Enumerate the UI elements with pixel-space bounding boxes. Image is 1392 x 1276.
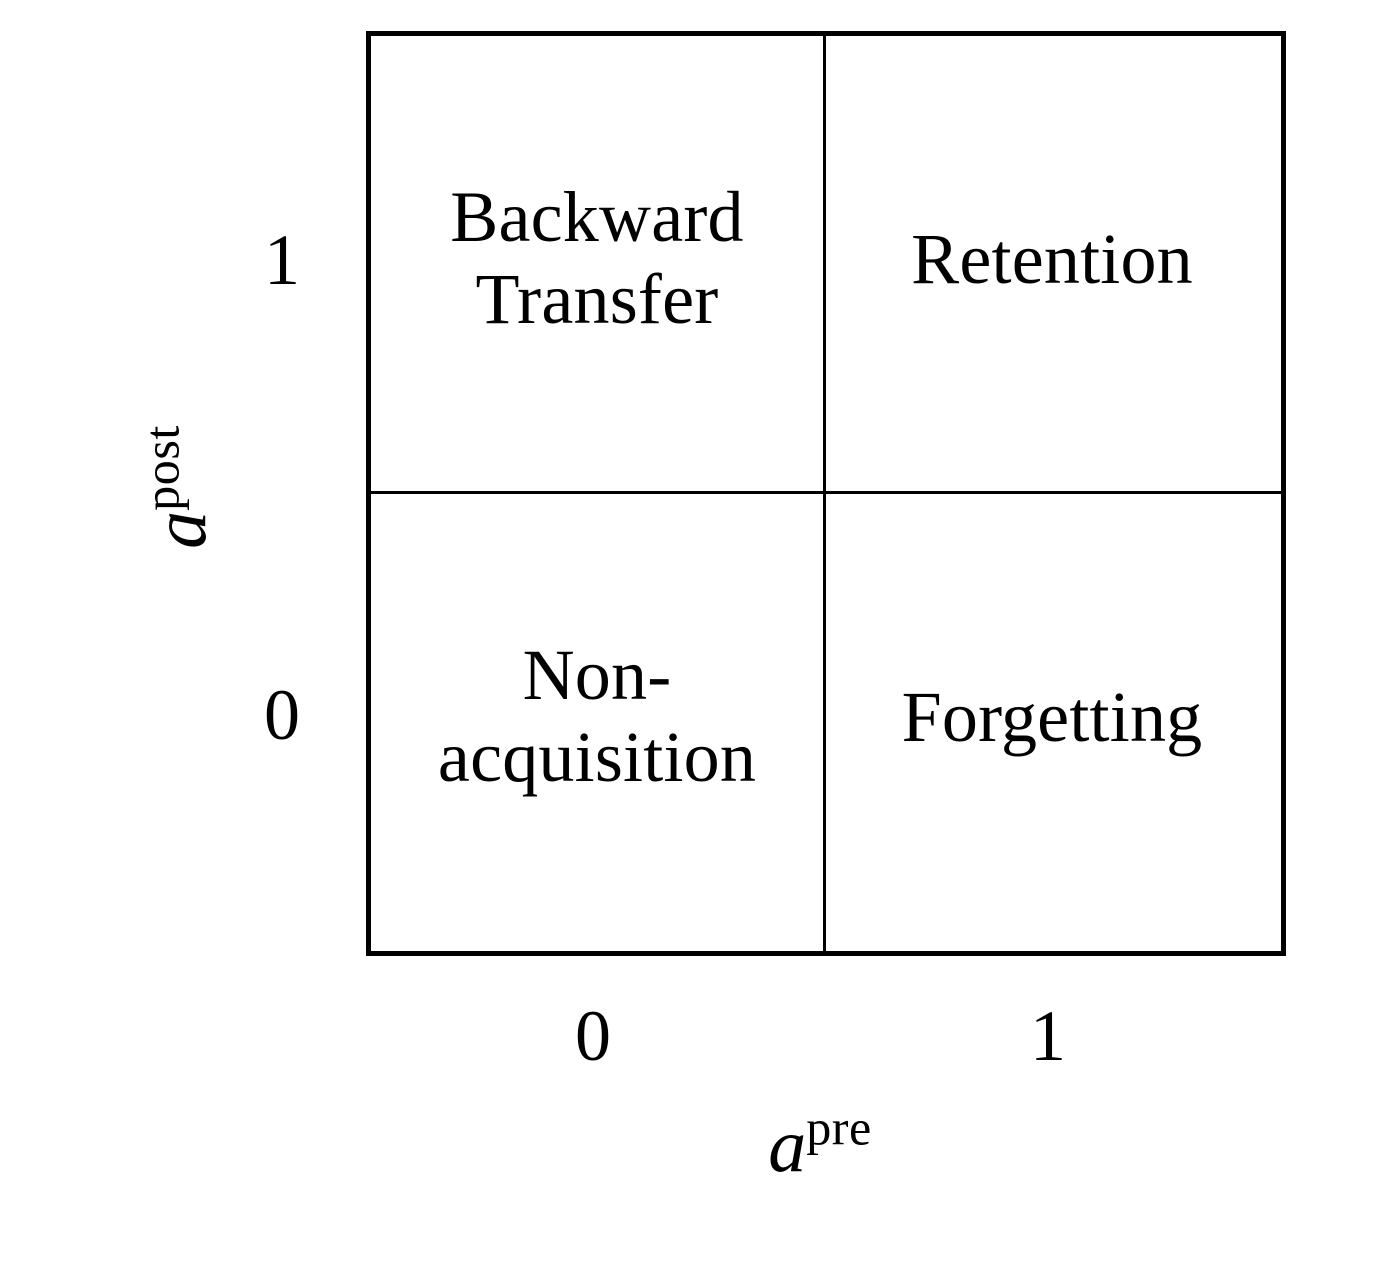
horizontal-divider — [371, 491, 1281, 494]
y-axis-label-variable: a — [138, 510, 222, 549]
quadrant-top-right[interactable]: Retention — [826, 36, 1278, 491]
quadrant-label-non-acquisition: Non- acquisition — [437, 635, 757, 797]
x-axis-tick-label-0: 0 — [575, 996, 611, 1076]
y-axis-tick-label-0: 0 — [264, 675, 300, 755]
y-axis-tick-label-1: 1 — [264, 220, 300, 300]
x-axis-tick-label-1: 1 — [1030, 996, 1066, 1076]
quadrant-label-forgetting: Forgetting — [901, 677, 1203, 757]
y-axis-label: apost — [134, 357, 222, 617]
quadrant-label-backward-transfer: Backward Transfer — [450, 177, 744, 339]
quadrant-matrix: Backward Transfer Retention Non- acquisi… — [366, 31, 1286, 956]
x-axis-label-superscript: pre — [806, 1099, 872, 1156]
quadrant-label-retention: Retention — [911, 219, 1193, 299]
quadrant-bottom-left[interactable]: Non- acquisition — [371, 494, 823, 949]
x-axis-label: apre — [690, 1103, 950, 1184]
x-axis-label-variable: a — [768, 1104, 807, 1188]
y-axis-label-superscript: post — [133, 425, 190, 511]
quadrant-top-left[interactable]: Backward Transfer — [371, 36, 823, 491]
quadrant-bottom-right[interactable]: Forgetting — [826, 494, 1278, 949]
